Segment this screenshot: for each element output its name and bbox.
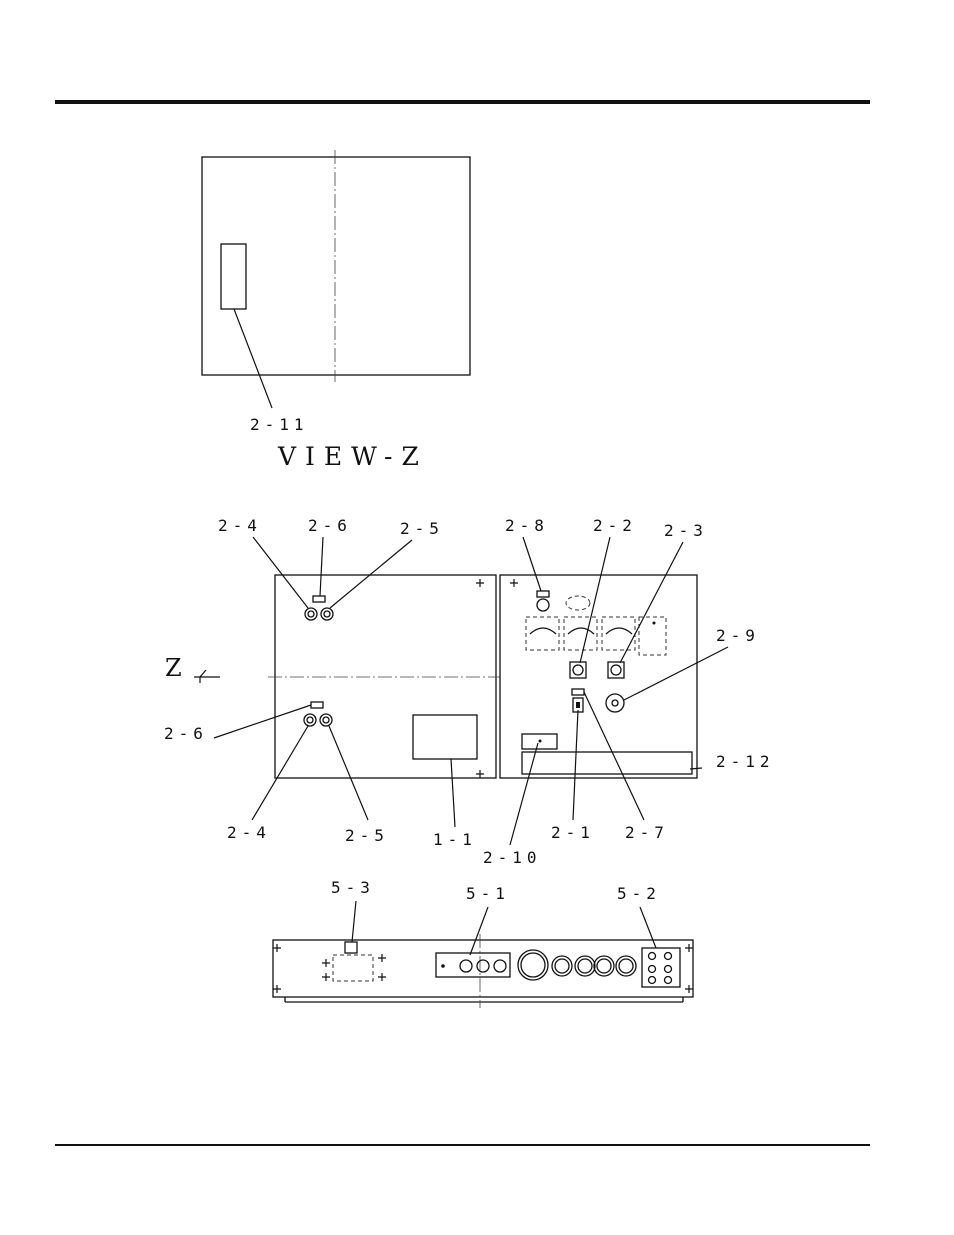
part-2-6-top — [313, 596, 325, 602]
meter-4 — [639, 617, 666, 655]
label-5-3: 5-3 — [331, 878, 375, 897]
part-2-7-lamp — [572, 689, 584, 695]
z-marker: Z — [165, 654, 182, 682]
part-2-12-strip — [522, 752, 692, 774]
leader-2-11 — [234, 309, 272, 408]
connector-2-4-top — [305, 608, 317, 620]
label-2-4-bot: 2-4 — [227, 823, 271, 842]
power-button-2-9 — [606, 694, 624, 712]
part-5-2-block — [642, 948, 680, 987]
label-2-4-top: 2-4 — [218, 516, 262, 535]
label-2-1: 2-1 — [551, 823, 595, 842]
z-arrow-icon — [194, 670, 220, 683]
label-2-6-top: 2-6 — [308, 516, 352, 535]
connector-2-5-bot — [320, 714, 332, 726]
part-2-8-lamp — [537, 591, 549, 597]
label-2-6-mid: 2-6 — [164, 724, 208, 743]
label-1-1: 1-1 — [433, 830, 477, 849]
front-leaders — [214, 537, 728, 845]
label-2-8: 2-8 — [505, 516, 549, 535]
label-2-2: 2-2 — [593, 516, 637, 535]
front-right-section — [500, 575, 697, 778]
label-2-11: 2-11 — [250, 415, 309, 434]
part-1-1-plate — [413, 715, 477, 759]
label-2-12: 2-12 — [716, 752, 775, 771]
label-2-7: 2-7 — [625, 823, 669, 842]
label-2-9: 2-9 — [716, 626, 760, 645]
connector-2-5-top — [321, 608, 333, 620]
gauge-large — [518, 950, 548, 980]
part-2-6-mid — [311, 702, 323, 708]
part-5-3 — [345, 942, 357, 953]
label-5-1: 5-1 — [466, 884, 510, 903]
part-5-1-plate — [436, 953, 510, 977]
view-title: VIEW-Z — [277, 442, 428, 471]
bottom-panel — [273, 934, 693, 1008]
label-2-10: 2-10 — [483, 848, 542, 867]
bottom-leaders — [352, 901, 656, 955]
label-5-2: 5-2 — [617, 884, 661, 903]
label-2-5-bot: 2-5 — [345, 826, 389, 845]
front-left-section — [268, 575, 500, 778]
part-2-11-plate — [221, 244, 246, 309]
label-2-3: 2-3 — [664, 521, 708, 540]
connector-2-4-bot — [304, 714, 316, 726]
label-2-5-top: 2-5 — [400, 519, 444, 538]
view-z-panel — [202, 150, 470, 408]
